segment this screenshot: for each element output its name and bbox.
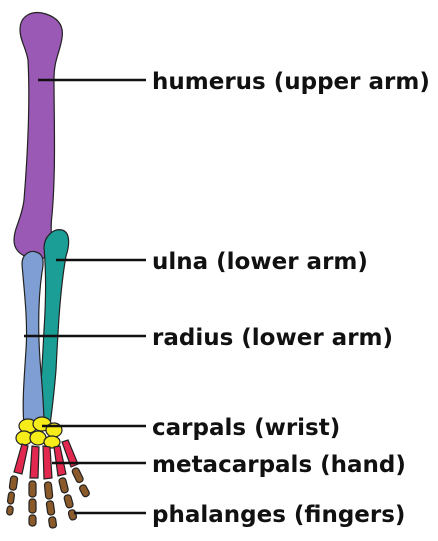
phalanges-label: phalanges (fingers): [152, 502, 405, 528]
humerus-bone: [14, 13, 62, 260]
phalanx-bone: [6, 506, 13, 516]
humerus-label: humerus (upper arm): [152, 69, 430, 95]
phalanx-bone: [68, 509, 77, 521]
phalanx-bone: [48, 516, 56, 528]
phalanx-bone: [29, 499, 36, 513]
phalanx-bone: [9, 476, 18, 491]
ulna-label: ulna (lower arm): [152, 249, 368, 275]
phalanx-bone: [63, 494, 73, 508]
phalanx-bone: [29, 481, 36, 497]
metacarpals-bones: [14, 440, 78, 479]
phalanx-bone: [29, 515, 36, 526]
metacarpal-bone: [54, 446, 66, 476]
metacarpal-bone: [43, 446, 52, 479]
metacarpal-bone: [14, 444, 28, 474]
radius-bone: [22, 252, 44, 426]
radius-label: radius (lower arm): [152, 325, 393, 351]
phalanx-bone: [71, 467, 84, 484]
carpals-bones: [16, 417, 62, 448]
phalanx-bone: [7, 492, 15, 505]
carpals-label: carpals (wrist): [152, 415, 340, 441]
metacarpal-bone: [30, 446, 39, 478]
phalanx-bone: [44, 482, 53, 500]
phalanx-bone: [79, 484, 91, 498]
phalanx-bone: [58, 477, 68, 493]
phalanx-bone: [46, 501, 55, 516]
metacarpals-label: metacarpals (hand): [152, 452, 406, 478]
